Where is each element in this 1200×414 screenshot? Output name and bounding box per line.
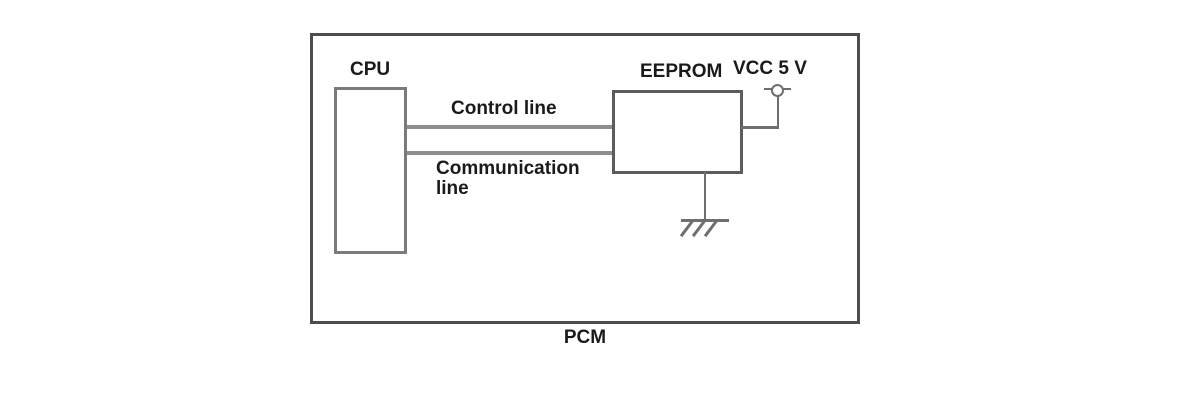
control-line-label: Control line [451,98,557,119]
eeprom-block [612,90,743,174]
eeprom-label: EEPROM [640,61,723,82]
vcc-to-eeprom-wire [741,126,779,129]
vcc-label: VCC 5 V [733,58,807,79]
pcm-boundary-box [310,33,860,324]
communication-line-wire [407,151,612,155]
communication-line-label: Communication line [436,158,580,199]
cpu-label: CPU [350,59,391,80]
control-line-wire [407,125,612,129]
ground-vertical-wire [704,171,706,220]
cpu-block [334,87,407,254]
vcc-vertical-wire [777,96,779,129]
pcm-label: PCM [563,327,607,348]
